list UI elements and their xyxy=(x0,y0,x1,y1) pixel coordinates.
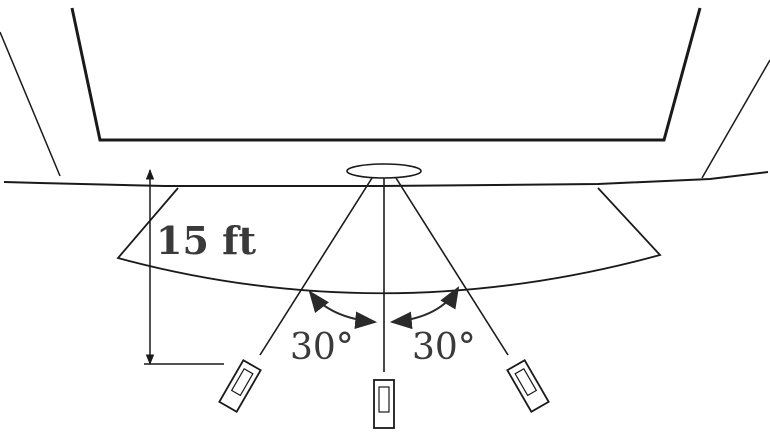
tv-screen xyxy=(70,7,702,142)
signal-lines xyxy=(259,177,509,372)
signal-line-left xyxy=(259,177,373,356)
remote-right xyxy=(506,358,550,414)
distance-dimension xyxy=(144,168,224,366)
operating-range-area xyxy=(116,187,662,295)
remote-center xyxy=(373,379,395,429)
distance-label: 15 ft xyxy=(156,218,256,263)
remote-sensor xyxy=(346,163,422,179)
tv-cabinet xyxy=(0,31,770,187)
angle-right-label: 30° xyxy=(412,327,476,368)
remote-left xyxy=(218,358,262,414)
angle-arrow-right xyxy=(389,286,460,330)
angle-arrows xyxy=(308,286,460,330)
angle-arrow-left xyxy=(308,290,378,330)
signal-line-right xyxy=(395,177,509,356)
angle-left-label: 30° xyxy=(290,327,354,368)
